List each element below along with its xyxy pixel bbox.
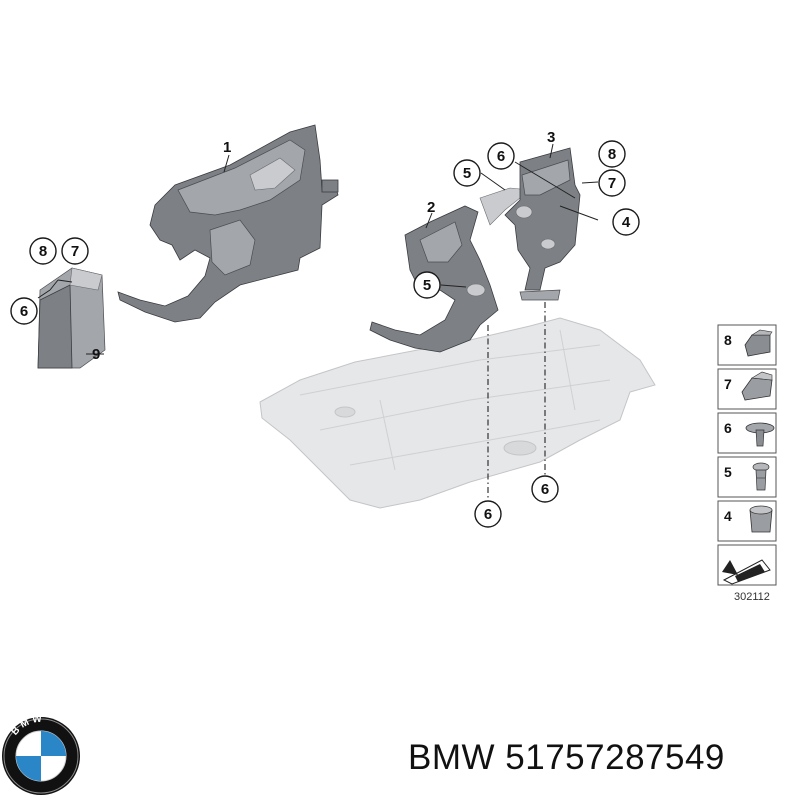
direction-arrow-icon: [722, 559, 771, 585]
brand-part-number: BMW 51757287549: [408, 738, 725, 778]
legend-label-4: 4: [724, 508, 732, 524]
callout-1: 1: [223, 139, 231, 156]
callout-7-left: 7: [61, 237, 89, 265]
callout-3: 3: [547, 129, 555, 146]
svg-text:4: 4: [622, 214, 631, 231]
svg-text:6: 6: [541, 481, 549, 498]
callout-9: 9: [92, 346, 100, 363]
callout-7-right: 7: [598, 169, 626, 197]
fastener-legend: 8 7 6 5 4: [717, 324, 777, 603]
part-number: 51757287549: [505, 738, 725, 777]
callout-4: 4: [612, 208, 640, 236]
svg-text:7: 7: [608, 175, 616, 192]
legend-label-8: 8: [724, 332, 732, 348]
svg-text:8: 8: [39, 243, 47, 260]
callout-8-left: 8: [29, 237, 57, 265]
rivet-6-icon: [745, 422, 775, 447]
svg-text:5: 5: [463, 165, 471, 182]
callout-5-lower: 5: [413, 271, 441, 299]
part-1-heat-shield: [117, 124, 339, 323]
bmw-logo: BMW: [2, 714, 80, 795]
svg-text:6: 6: [497, 148, 505, 165]
callout-5-upper: 5: [453, 159, 481, 187]
callout-2: 2: [427, 199, 435, 216]
callout-6-bottom-right: 6: [531, 475, 559, 503]
leader-lines: [37, 143, 599, 500]
callout-6-bottom-left: 6: [474, 500, 502, 528]
brand-name: BMW: [408, 738, 496, 777]
svg-text:6: 6: [484, 506, 492, 523]
diagram-code: 302112: [734, 591, 770, 603]
underbody-shield: [259, 317, 656, 509]
callout-6-upper: 6: [487, 142, 515, 170]
legend-label-5: 5: [724, 464, 732, 480]
clip-8-icon: [744, 329, 773, 357]
callout-6-left: 6: [10, 297, 38, 325]
legend-label-7: 7: [724, 376, 732, 392]
legend-label-6: 6: [724, 420, 732, 436]
svg-text:5: 5: [423, 277, 431, 294]
svg-text:6: 6: [20, 303, 28, 320]
svg-text:7: 7: [71, 243, 79, 260]
clip-7-icon: [741, 371, 773, 401]
nut-4-icon: [749, 505, 773, 533]
callout-8-right: 8: [598, 140, 626, 168]
part-9-air-duct: [37, 267, 106, 369]
part-3-bracket: [479, 147, 581, 301]
svg-text:8: 8: [608, 146, 616, 163]
rivet-5-icon: [752, 462, 770, 491]
